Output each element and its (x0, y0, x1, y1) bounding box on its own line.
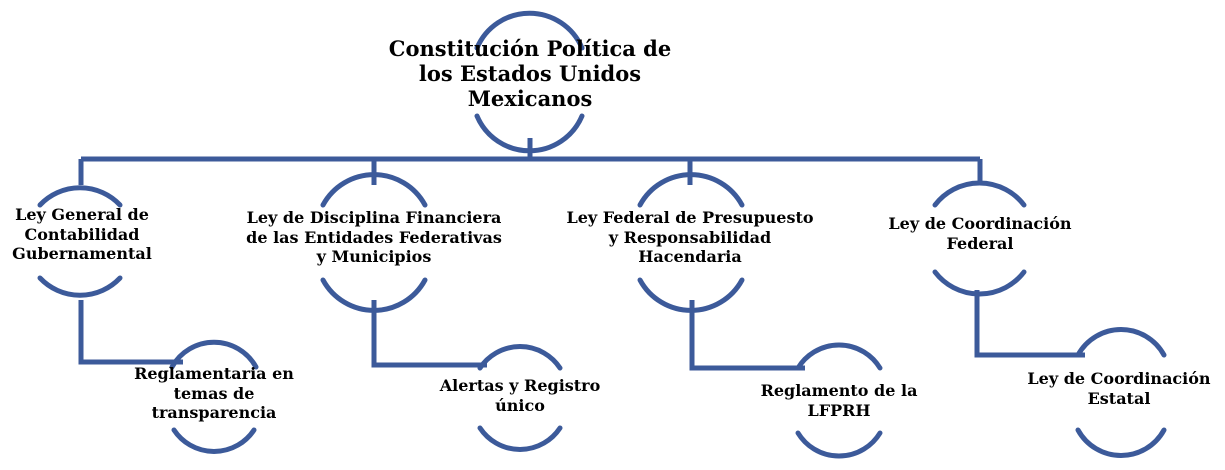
child-node-3-label: Reglamento de la LFPRH (760, 381, 918, 420)
law-node-3-label: Ley Federal de Presupuesto y Responsabil… (566, 208, 814, 267)
law-node-1-arc-bottom (37, 275, 123, 298)
child-node-2-arc-bottom (477, 425, 563, 452)
child-node-1-arc-top (169, 339, 259, 370)
elbow-connector-4 (974, 290, 1085, 358)
child-node-3-arc-top (795, 342, 883, 371)
law-node-1-label: Ley General de Contabilidad Gubernamenta… (12, 205, 152, 264)
child-node-3-arc-bottom (795, 430, 883, 459)
law-node-1-arc-top (37, 185, 123, 208)
law-node-2-arc-bottom (320, 277, 428, 313)
law-node-4-arc-bottom (932, 269, 1027, 297)
connectors (78, 138, 1085, 371)
law-node-4-arc-top (932, 180, 1027, 208)
elbow-connector-2 (371, 300, 487, 368)
child-node-2-label: Alertas y Registro único (439, 376, 601, 415)
root-node-arc-top (474, 10, 585, 51)
child-node-1-arc-bottom (171, 427, 257, 454)
law-node-2-label: Ley de Disciplina Financiera de las Enti… (246, 208, 502, 267)
child-node-1-label: Reglamentaria en temas de transparencia (134, 364, 294, 423)
law-node-2-arc-top (320, 172, 428, 208)
root-node-label: Constitución Política de los Estados Uni… (388, 36, 672, 112)
elbow-connector-1 (78, 300, 183, 365)
child-node-2-arc-top (477, 344, 563, 371)
child-node-4-label: Ley de Coordinación Estatal (1027, 369, 1211, 408)
law-node-4-label: Ley de Coordinación Federal (888, 214, 1072, 253)
node-arcs (37, 10, 1167, 459)
law-node-3-arc-top (637, 172, 745, 208)
child-node-4-arc-top (1075, 326, 1167, 358)
elbow-connector-3 (689, 300, 805, 371)
child-node-4-arc-bottom (1075, 427, 1167, 459)
law-node-3-arc-bottom (637, 277, 745, 313)
root-node-arc-bottom (474, 113, 585, 154)
